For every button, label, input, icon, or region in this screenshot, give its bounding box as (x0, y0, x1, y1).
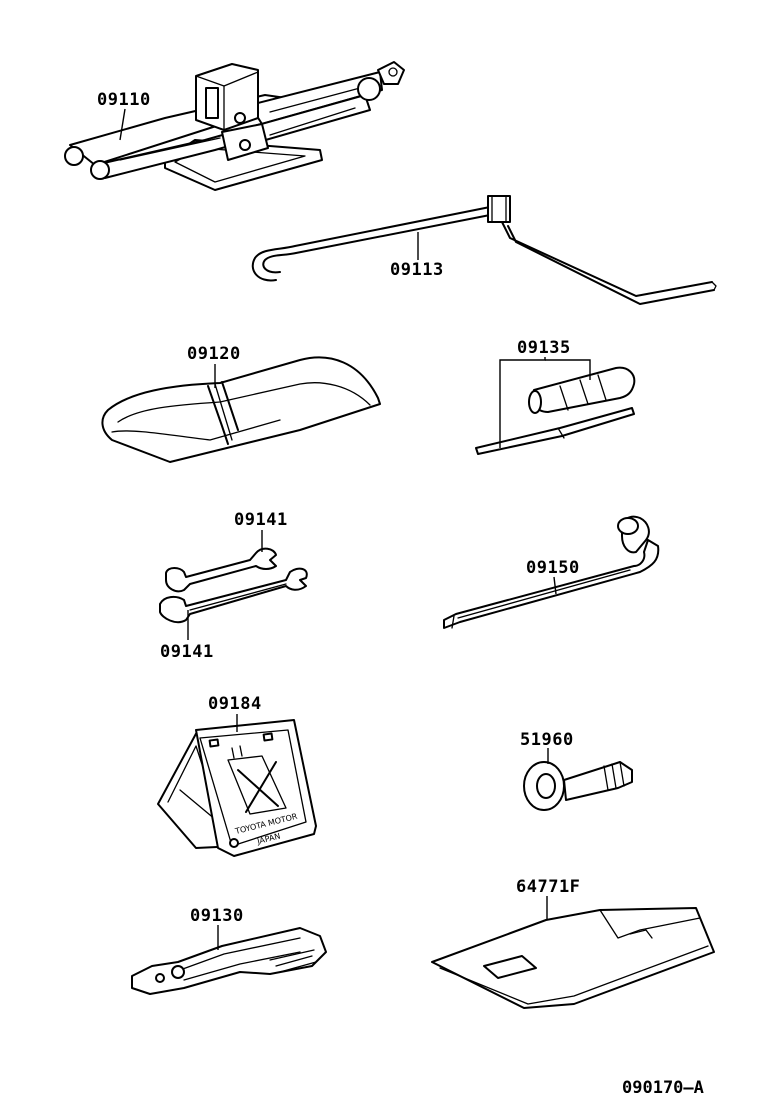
cover-sheet-illustration (431, 907, 715, 1009)
part-number-label: 09141 (234, 510, 288, 530)
diagram-reference: 090170–A (622, 1078, 704, 1098)
part-number-label: 09135 (517, 338, 571, 358)
towing-eye-illustration (523, 761, 633, 811)
part-number-label: 09120 (187, 344, 241, 364)
leader-lines (119, 108, 591, 950)
part-number-label: 09184 (208, 694, 262, 714)
part-number-label: 09113 (390, 260, 444, 280)
part-number-label: 09110 (97, 90, 151, 110)
tool-bag-illustration (101, 356, 381, 463)
wheel-nut-wrench-illustration (443, 515, 660, 629)
pliers-illustration (131, 927, 327, 995)
part-number-label: 09141 (160, 642, 214, 662)
warning-triangle-illustration: TOYOTA MOTOR JAPAN (157, 719, 317, 857)
part-number-label: 09150 (526, 558, 580, 578)
part-number-label: 64771F (516, 877, 581, 897)
jack-handle-illustration (251, 195, 717, 305)
part-number-label: 51960 (520, 730, 574, 750)
wrenches-illustration (159, 547, 308, 624)
part-number-label: 09130 (190, 906, 244, 926)
jack-illustration (64, 61, 405, 191)
screwdriver-illustration (475, 366, 636, 455)
